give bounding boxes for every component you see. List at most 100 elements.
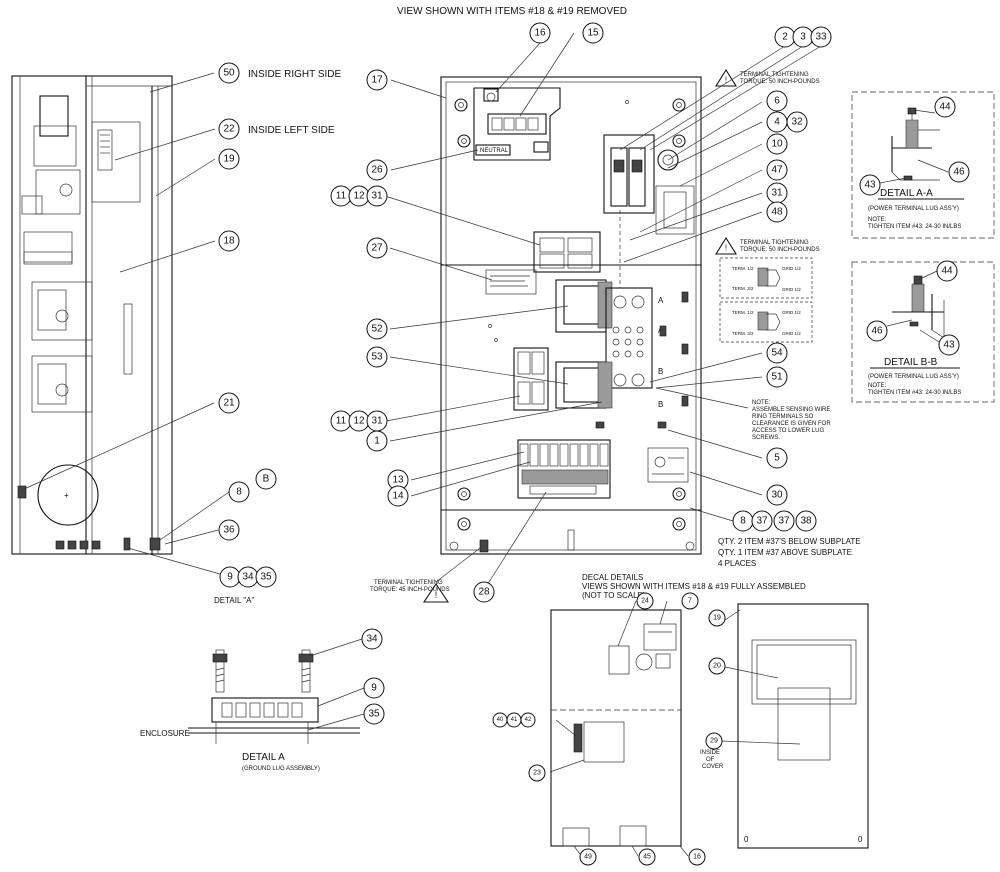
svg-text:46: 46 xyxy=(871,326,883,337)
svg-text:TERMINAL TIGHTENING: TERMINAL TIGHTENING xyxy=(740,240,809,246)
side-view-leaders xyxy=(21,72,230,575)
svg-text:24: 24 xyxy=(641,598,649,605)
detail-a-a-title: DETAIL A-A xyxy=(880,188,933,199)
lug-insert-upper: TERM. 1/2 TERM. 3/2 GRID 1/2 GRID 1/2 xyxy=(719,257,813,299)
svg-text:QTY. 2 ITEM #37'S BELOW SUBPLA: QTY. 2 ITEM #37'S BELOW SUBPLATE xyxy=(718,537,861,546)
balloon-19: 19 xyxy=(218,148,240,170)
balloon-34-side: 34 xyxy=(237,566,259,588)
svg-text:GRID 1/2: GRID 1/2 xyxy=(782,310,801,315)
svg-text:19: 19 xyxy=(713,615,721,622)
balloon-31-right: 31 xyxy=(766,182,788,204)
svg-text:TERM. 3/2: TERM. 3/2 xyxy=(732,331,754,336)
balloon-53: 53 xyxy=(366,346,388,368)
balloon-10: 10 xyxy=(766,133,788,155)
balloon-42: 42 xyxy=(520,712,536,728)
balloon-17: 17 xyxy=(366,69,388,91)
balloon-b: B xyxy=(255,468,277,490)
balloon-43-aa: 43 xyxy=(859,174,881,196)
balloon-31-upper: 31 xyxy=(366,185,388,207)
svg-text:TORQUE: 45 INCH-POUNDS: TORQUE: 45 INCH-POUNDS xyxy=(370,587,450,593)
svg-text:21: 21 xyxy=(223,398,235,409)
svg-text:3: 3 xyxy=(800,32,806,43)
svg-text:23: 23 xyxy=(533,770,541,777)
decal-details-scale: (NOT TO SCALE) xyxy=(582,591,646,600)
svg-text:41: 41 xyxy=(511,717,518,723)
inside-cover-line-1: INSIDE xyxy=(700,750,720,756)
svg-text:12: 12 xyxy=(353,191,365,202)
balloon-14: 14 xyxy=(387,485,409,507)
svg-text:QTY. 1 ITEM #37 ABOVE SUBPLATE: QTY. 1 ITEM #37 ABOVE SUBPLATE xyxy=(718,548,852,557)
svg-text:50: 50 xyxy=(223,68,235,79)
svg-text:CLEARANCE IS GIVEN FOR: CLEARANCE IS GIVEN FOR xyxy=(752,421,831,427)
balloon-8-front: 8 xyxy=(732,510,754,532)
detail-a-a-note-text: TIGHTEN ITEM #43: 24-30 IN/LBS xyxy=(868,224,961,230)
balloon-27: 27 xyxy=(366,237,388,259)
section-letter-b-bottom: B xyxy=(658,400,663,409)
balloons: 50 22 19 18 21 8 B 36 9 34 35 16 15 2 3 … xyxy=(218,22,970,866)
inside-left-side-label: INSIDE LEFT SIDE xyxy=(248,125,335,136)
balloon-21: 21 xyxy=(218,392,240,414)
svg-text:42: 42 xyxy=(525,717,532,723)
detail-a-a-subtitle: (POWER TERMINAL LUG ASS'Y) xyxy=(868,206,959,212)
svg-text:TERM. 1/2: TERM. 1/2 xyxy=(732,310,754,315)
svg-text:6: 6 xyxy=(774,96,780,107)
balloon-38: 38 xyxy=(795,510,817,532)
balloon-4: 4 xyxy=(766,111,788,133)
svg-text:TERM. 1/2: TERM. 1/2 xyxy=(732,266,754,271)
balloon-22: 22 xyxy=(218,118,240,140)
balloon-16-door: 16 xyxy=(688,848,706,866)
section-letter-b-top: B xyxy=(658,367,663,376)
svg-text:GRID 1/2: GRID 1/2 xyxy=(782,287,801,292)
detail-a: ENCLOSURE DETAIL A (GROUND LUG ASSEMBLY) xyxy=(140,638,365,772)
svg-text:!: ! xyxy=(725,76,727,85)
balloon-47: 47 xyxy=(766,159,788,181)
decal-details-title: DECAL DETAILS xyxy=(582,573,643,582)
svg-text:27: 27 xyxy=(371,243,383,254)
svg-text:11: 11 xyxy=(336,191,347,202)
svg-text:ASSEMBLE SENSING WIRE: ASSEMBLE SENSING WIRE xyxy=(752,407,830,413)
cover-zero-left: 0 xyxy=(744,835,749,844)
svg-text:45: 45 xyxy=(643,854,651,861)
balloon-9-detail: 9 xyxy=(363,677,385,699)
balloon-35-side: 35 xyxy=(255,566,277,588)
balloon-15: 15 xyxy=(582,22,604,44)
inside-cover-line-3: COVER xyxy=(702,764,724,770)
svg-text:54: 54 xyxy=(771,348,783,359)
svg-text:TORQUE: 50 INCH-POUNDS: TORQUE: 50 INCH-POUNDS xyxy=(740,79,820,85)
balloon-41: 41 xyxy=(506,712,522,728)
svg-text:!: ! xyxy=(725,244,727,253)
front-view: NEUTRAL xyxy=(440,76,702,555)
svg-text:!: ! xyxy=(435,590,438,600)
svg-text:44: 44 xyxy=(941,266,953,277)
svg-text:TERM. 3/2: TERM. 3/2 xyxy=(732,286,754,291)
detail-a-a: DETAIL A-A (POWER TERMINAL LUG ASS'Y) NO… xyxy=(851,91,995,239)
decal-details: DECAL DETAILS VIEWS SHOWN WITH ITEMS #18… xyxy=(549,573,806,857)
svg-text:34: 34 xyxy=(366,634,378,645)
svg-text:28: 28 xyxy=(478,587,490,598)
balloon-8-side: 8 xyxy=(228,481,250,503)
svg-text:12: 12 xyxy=(353,416,365,427)
svg-text:43: 43 xyxy=(943,340,955,351)
svg-text:40: 40 xyxy=(497,717,504,723)
sensing-wire-note: NOTE: ASSEMBLE SENSING WIRE RING TERMINA… xyxy=(752,400,831,441)
svg-text:16: 16 xyxy=(534,28,546,39)
lug-insert-lower: TERM. 1/2 TERM. 3/2 GRID 1/2 GRID 1/2 xyxy=(719,301,813,343)
cover-zero-right: 0 xyxy=(858,835,863,844)
balloon-19-cover: 19 xyxy=(708,609,726,627)
svg-text:31: 31 xyxy=(371,191,383,202)
svg-text:ACCESS TO LOWER LUG: ACCESS TO LOWER LUG xyxy=(752,428,824,434)
svg-text:GRID 1/2: GRID 1/2 xyxy=(782,331,801,336)
svg-text:TORQUE: 50 INCH-POUNDS: TORQUE: 50 INCH-POUNDS xyxy=(740,247,820,253)
balloon-34-detail: 34 xyxy=(361,628,383,650)
balloon-44-bb: 44 xyxy=(936,260,958,282)
svg-text:TERMINAL TIGHTENING: TERMINAL TIGHTENING xyxy=(374,580,443,586)
detail-b-b: DETAIL B-B (POWER TERMINAL LUG ASS'Y) NO… xyxy=(851,261,995,403)
detail-b-b-subtitle: (POWER TERMINAL LUG ASS'Y) xyxy=(868,374,959,380)
balloon-37-a: 37 xyxy=(751,510,773,532)
balloon-52: 52 xyxy=(366,318,388,340)
balloon-29: 29 xyxy=(705,732,723,750)
svg-text:38: 38 xyxy=(800,516,812,527)
inside-right-side-label: INSIDE RIGHT SIDE xyxy=(248,69,341,80)
svg-text:NOTE:: NOTE: xyxy=(752,400,771,406)
